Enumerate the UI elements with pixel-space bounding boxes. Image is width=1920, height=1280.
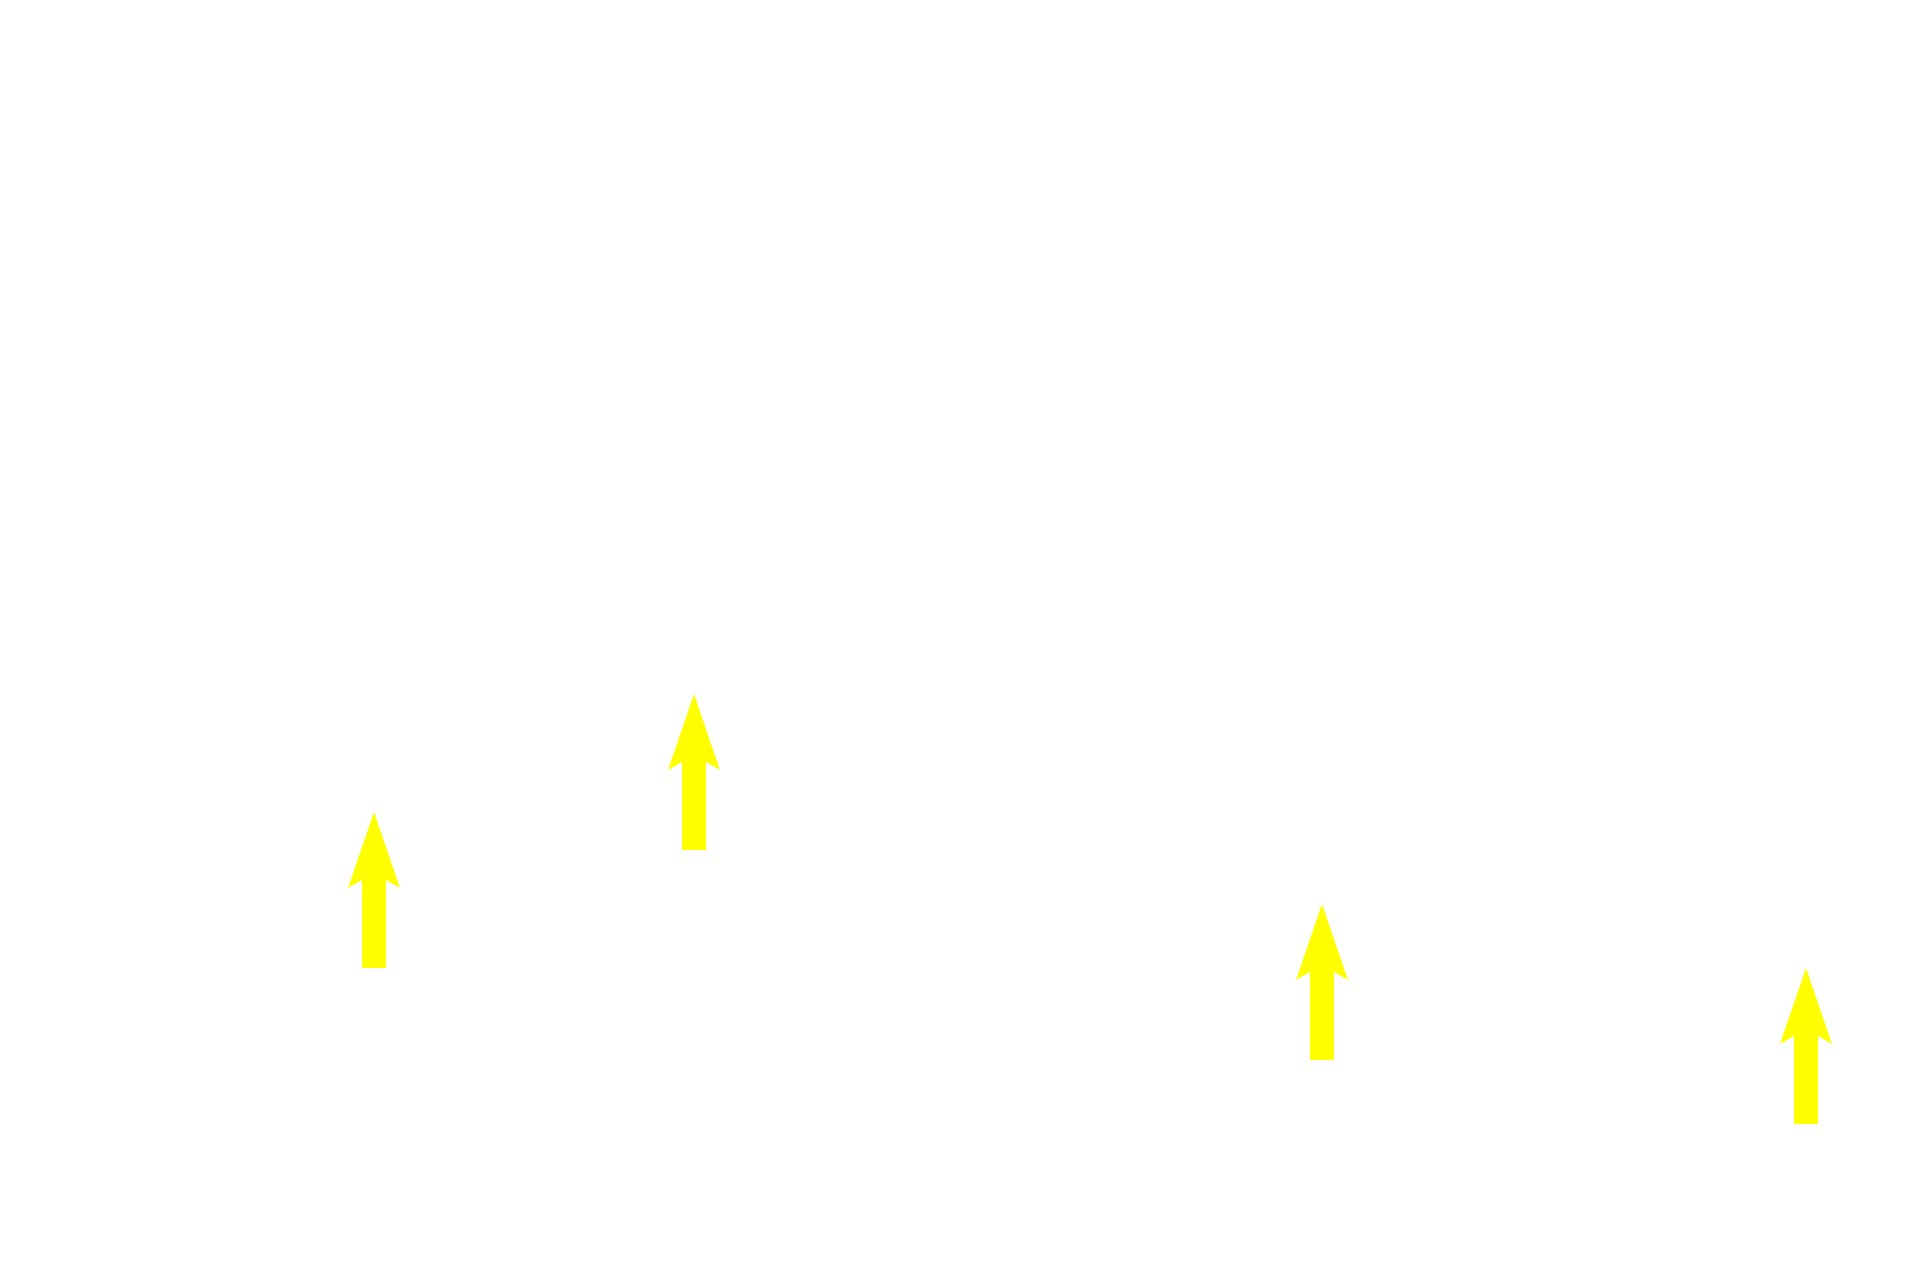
up-arrow-icon [666,694,722,850]
up-arrow-icon [346,812,402,968]
up-arrow-icon [1778,968,1834,1124]
up-arrow-icon [1294,904,1350,1060]
